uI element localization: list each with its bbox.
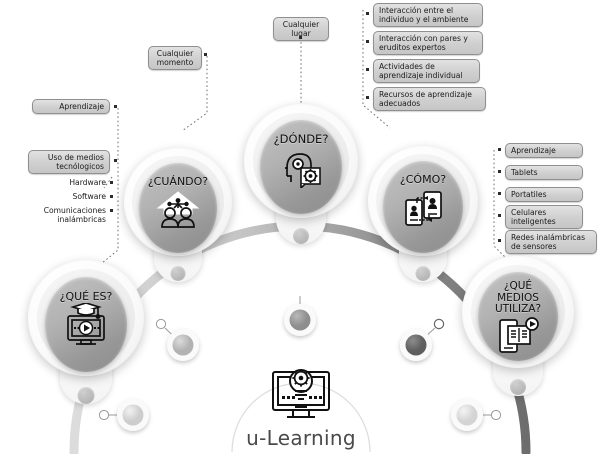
pin-tip-dot xyxy=(293,228,309,244)
pin-disc: ¿CUÁNDO? xyxy=(139,163,217,253)
callout-bullet xyxy=(498,214,501,217)
callout-bullet xyxy=(498,239,501,242)
pin-tip-dot xyxy=(77,387,95,404)
pin-tip-dot xyxy=(170,266,186,281)
center-node: u-Learning xyxy=(237,363,365,454)
callout-bullet xyxy=(498,148,501,151)
callout-donde-0[interactable]: Cualquier lugar xyxy=(273,17,329,42)
two-people-network-icon xyxy=(154,188,202,228)
pin-label: ¿QUÉ ES? xyxy=(59,290,113,303)
callout-bullet xyxy=(366,40,369,43)
pin-disc: ¿CÓMO? xyxy=(383,161,463,253)
callout-que-medios-0[interactable]: Aprendizaje xyxy=(505,143,583,159)
callout-bullet xyxy=(366,12,369,15)
callout-bullet xyxy=(498,192,501,195)
pin-que-es[interactable]: ¿QUÉ ES? xyxy=(28,260,144,405)
callout-como-1[interactable]: Interacción con pares y eruditos experto… xyxy=(373,31,483,56)
pin-label: ¿DÓNDE? xyxy=(273,132,329,146)
callout-bullet xyxy=(366,68,369,71)
callout-bullet xyxy=(110,209,113,212)
callout-que-es-0[interactable]: Aprendizaje xyxy=(32,99,110,115)
tablet-book-play-icon xyxy=(495,316,541,355)
callout-que-medios-1[interactable]: Tablets xyxy=(505,165,583,181)
head-profile-gear-icon xyxy=(277,146,325,188)
pin-como[interactable]: ¿CÓMO? xyxy=(368,146,478,284)
callout-bullet xyxy=(110,195,113,198)
pin-label: ¿QUÉ MEDIOS UTILIZA? xyxy=(494,280,542,315)
pin-label: ¿CUÁNDO? xyxy=(147,175,209,188)
two-phones-exchange-icon xyxy=(399,186,447,228)
callout-que-es-1[interactable]: Uso de medios tecnólogicos xyxy=(28,150,110,175)
pin-tip-dot xyxy=(415,266,431,281)
monitor-lightbulb-gear-icon xyxy=(237,363,365,425)
pin-disc: ¿QUÉ MEDIOS UTILIZA? xyxy=(478,272,558,361)
monitor-graduation-cap-play-icon xyxy=(61,303,111,347)
pin-cuando[interactable]: ¿CUÁNDO? xyxy=(124,148,232,284)
pin-tip-dot xyxy=(510,379,526,395)
pin-que-medios-utiliza[interactable]: ¿QUÉ MEDIOS UTILIZA? xyxy=(462,256,574,398)
callout-bullet xyxy=(204,53,207,56)
pin-donde[interactable]: ¿DÓNDE? xyxy=(244,104,358,247)
callout-que-medios-2[interactable]: Portatiles xyxy=(505,187,583,203)
callout-que-medios-3[interactable]: Celulares inteligentes xyxy=(505,205,583,230)
callout-que-es-3: Software xyxy=(72,192,106,201)
callout-bullet xyxy=(110,181,113,184)
callout-como-2[interactable]: Actividades de aprendizaje individual xyxy=(373,59,480,84)
callout-bullet xyxy=(114,105,117,108)
callout-que-medios-4[interactable]: Redes inalámbricas de sensores xyxy=(505,230,597,255)
callout-como-0[interactable]: Interacción entre el individuo y el ambi… xyxy=(373,3,483,28)
pin-label: ¿CÓMO? xyxy=(399,173,447,186)
callout-cuando-0[interactable]: Cualquier momento xyxy=(148,46,202,71)
callout-bullet xyxy=(366,96,369,99)
callout-bullet xyxy=(498,170,501,173)
center-title: u-Learning xyxy=(246,426,356,450)
callout-bullet xyxy=(114,159,117,162)
pin-disc: ¿QUÉ ES? xyxy=(45,277,127,372)
callout-bullet xyxy=(299,36,302,39)
callout-que-es-4: Comunicaciones inalámbricas xyxy=(43,206,106,225)
pin-disc: ¿DÓNDE? xyxy=(260,120,342,214)
callout-que-es-2: Hardware xyxy=(69,178,106,187)
callout-como-3[interactable]: Recursos de aprendizaje adecuados xyxy=(373,87,486,112)
